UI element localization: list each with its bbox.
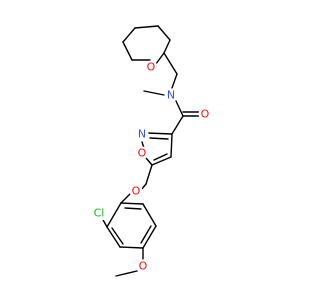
methoxy-oxygen-label: O	[136, 259, 150, 273]
molecule-structure: O N O N O O Cl O	[0, 0, 300, 300]
bond	[145, 157, 153, 166]
bond	[120, 193, 131, 204]
amide-nitrogen-label: N	[164, 88, 178, 102]
bond	[171, 73, 178, 89]
amide-nitrogen-text: N	[167, 89, 175, 102]
bond	[122, 41, 133, 61]
bond	[119, 246, 144, 249]
bond	[153, 153, 168, 161]
atom-labels: O N O N O O Cl O	[89, 60, 212, 273]
ring-oxygen-text: O	[147, 61, 156, 74]
bond	[134, 25, 159, 29]
bond	[115, 270, 138, 277]
bond	[157, 25, 171, 41]
bond	[146, 132, 173, 135]
chlorine-label: Cl	[89, 207, 109, 220]
bond	[120, 202, 144, 205]
bond	[143, 90, 165, 96]
carbonyl-oxygen-label: O	[198, 107, 212, 121]
isoxazole-nitrogen-label: N	[135, 127, 149, 141]
bond	[149, 137, 169, 140]
bond	[163, 39, 171, 54]
background	[0, 0, 300, 300]
bond	[142, 203, 157, 227]
bond	[106, 226, 121, 248]
bond	[175, 100, 184, 117]
carbonyl-oxygen-text: O	[201, 108, 210, 121]
bond	[170, 133, 173, 158]
bond	[145, 164, 153, 185]
bond	[111, 227, 124, 245]
ring-oxygen-label: O	[144, 60, 158, 74]
bond	[106, 202, 122, 228]
bond	[171, 115, 184, 135]
isoxazole-oxygen-label: O	[135, 146, 149, 160]
isoxazole-oxygen-text: O	[138, 147, 147, 160]
methoxy-oxygen-text: O	[139, 260, 148, 273]
bond	[140, 225, 152, 244]
bond	[163, 52, 178, 75]
bond	[142, 225, 157, 249]
isoxazole-nitrogen-text: N	[138, 128, 146, 141]
ether-oxygen-text: O	[132, 185, 141, 198]
bond	[122, 27, 136, 43]
ether-oxygen-label: O	[129, 184, 143, 198]
chlorine-text: Cl	[94, 207, 105, 220]
bond	[151, 156, 172, 166]
bond	[124, 207, 142, 210]
